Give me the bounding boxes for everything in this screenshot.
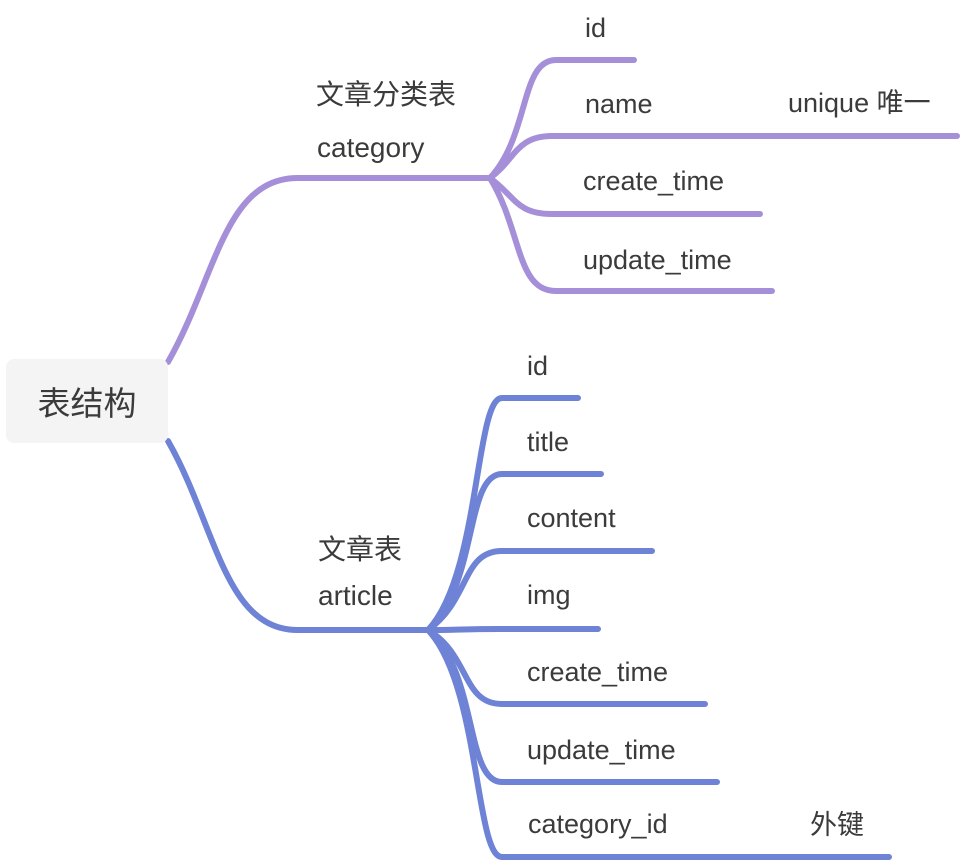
article-node-title-en[interactable]: article [318, 580, 393, 611]
article-field-title[interactable]: title [527, 427, 570, 457]
article-field-update-time[interactable]: update_time [527, 735, 676, 765]
category-node-title-en[interactable]: category [317, 132, 425, 163]
article-field-category-id-note[interactable]: 外键 [810, 810, 864, 840]
root-node[interactable]: 表结构 [6, 359, 168, 443]
category-field-id[interactable]: id [585, 13, 607, 43]
article-img-line [425, 626, 601, 633]
category-field-name-note[interactable]: unique 唯一 [788, 88, 931, 118]
article-trunk-line [165, 438, 431, 633]
category-node-title-cn[interactable]: 文章分类表 [316, 79, 457, 110]
category-field-name[interactable]: name [585, 89, 653, 119]
category-createtime-line [487, 175, 763, 217]
category-updatetime-line [487, 175, 775, 294]
article-title-line [425, 471, 604, 633]
article-content-line [425, 548, 655, 633]
article-categoryid-line [425, 627, 892, 860]
category-field-update-time[interactable]: update_time [583, 245, 732, 275]
article-field-id[interactable]: id [527, 351, 549, 381]
category-field-create-time[interactable]: create_time [583, 166, 725, 196]
category-id-line [487, 57, 637, 181]
article-field-img[interactable]: img [527, 580, 571, 610]
root-node-label: 表结构 [37, 385, 137, 422]
category-trunk-line [165, 175, 493, 365]
article-field-create-time[interactable]: create_time [527, 657, 669, 687]
article-field-category-id[interactable]: category_id [528, 809, 668, 839]
category-name-line [487, 133, 684, 181]
article-field-content[interactable]: content [527, 503, 616, 533]
article-node-title-cn[interactable]: 文章表 [318, 534, 403, 565]
